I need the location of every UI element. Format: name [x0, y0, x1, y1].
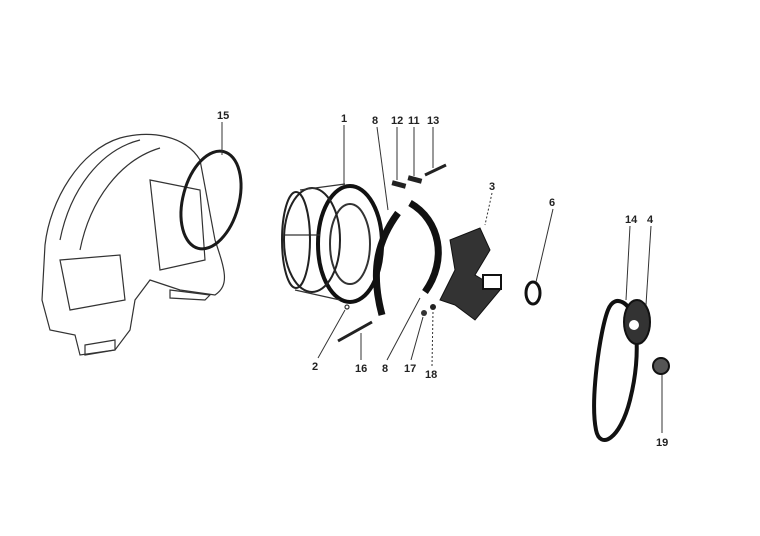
nut-18 — [430, 304, 436, 310]
washer-2 — [344, 304, 350, 310]
engine-shroud — [41, 133, 226, 356]
bolt-16 — [337, 320, 373, 343]
pulley-nut-19 — [652, 357, 670, 375]
leader-lines — [221, 122, 663, 433]
label-18: 18 — [425, 369, 437, 381]
label-8-lower: 8 — [382, 363, 388, 375]
label-3: 3 — [489, 181, 495, 193]
fan-3 — [439, 227, 502, 321]
ring-15 — [179, 149, 243, 251]
label-14: 14 — [625, 214, 638, 226]
v-belt-14 — [592, 299, 639, 442]
label-4: 4 — [647, 214, 654, 226]
label-17: 17 — [404, 363, 416, 375]
label-11: 11 — [408, 115, 420, 127]
seal-ring-6 — [524, 280, 542, 306]
pin-11 — [407, 175, 423, 184]
label-19: 19 — [656, 437, 668, 449]
label-15: 15 — [217, 110, 229, 122]
label-16: 16 — [355, 363, 367, 375]
label-12: 12 — [391, 115, 403, 127]
label-1: 1 — [341, 113, 347, 125]
strap-lower-8 — [408, 199, 442, 295]
label-6: 6 — [549, 197, 555, 209]
strap-upper-8 — [372, 210, 401, 316]
label-2: 2 — [312, 361, 318, 373]
label-13: 13 — [427, 115, 439, 127]
bolt-13 — [424, 163, 447, 177]
label-8-upper: 8 — [372, 115, 378, 127]
washer-17 — [421, 310, 427, 316]
fan-housing-1 — [281, 183, 384, 304]
pin-12 — [391, 180, 407, 189]
